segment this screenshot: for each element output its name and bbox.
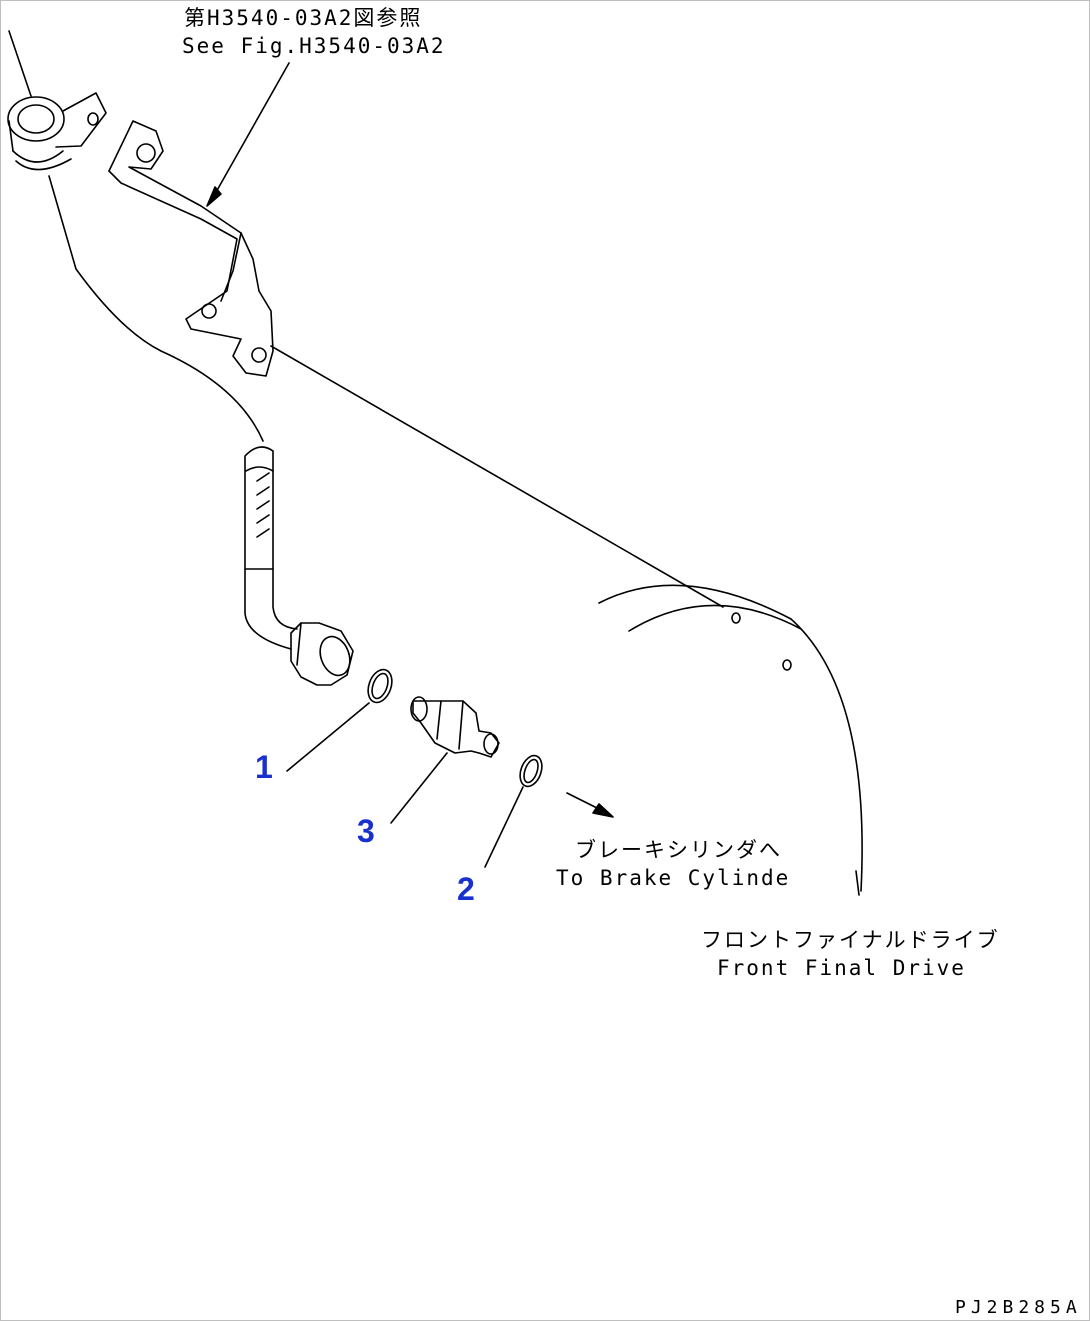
o-ring-2 <box>519 754 543 788</box>
callout-leader-2 <box>484 786 524 868</box>
reference-leader <box>210 62 290 202</box>
hose-clamp <box>7 92 107 171</box>
mounting-bracket <box>108 120 274 377</box>
callout-1: 1 <box>255 749 273 785</box>
component-label-en: Front Final Drive <box>717 956 966 980</box>
destination-label-en: To Brake Cylinde <box>556 866 791 890</box>
callout-leader-3 <box>390 752 448 824</box>
o-ring-1 <box>367 668 393 704</box>
housing-leader <box>855 870 860 896</box>
callout-3: 3 <box>357 813 375 849</box>
drawing-code: PJ2B285A <box>955 1297 1082 1318</box>
callout-leader-1 <box>286 702 370 772</box>
reference-label-en: See Fig.H3540-03A2 <box>182 34 446 58</box>
component-label-jp: フロントファイナルドライブ <box>701 928 1000 952</box>
hose-fitting <box>290 622 354 686</box>
reference-label-jp: 第H3540-03A2図参照 <box>184 6 423 30</box>
reference-arrowhead <box>206 186 222 207</box>
flow-arrowhead <box>592 803 614 818</box>
connector-adapter <box>410 696 500 758</box>
brake-hose <box>8 30 298 650</box>
final-drive-housing <box>270 345 863 892</box>
destination-label-jp: ブレーキシリンダへ <box>575 838 782 862</box>
callout-2: 2 <box>457 871 475 907</box>
